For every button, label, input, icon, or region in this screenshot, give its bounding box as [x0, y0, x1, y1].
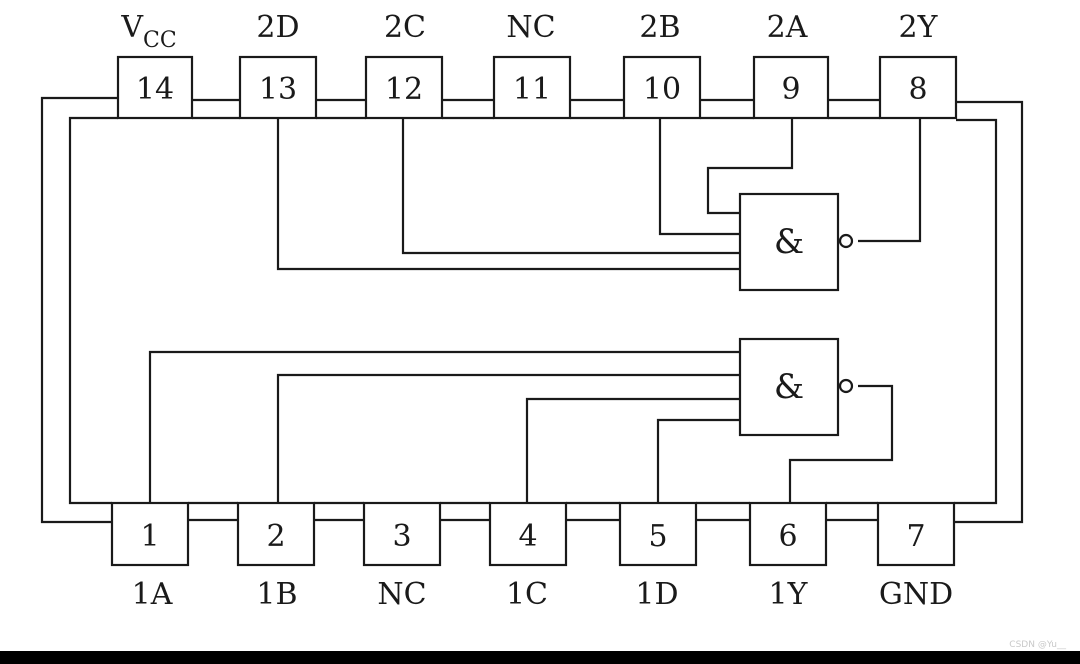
pin-label: 1B: [256, 577, 297, 612]
package-outer-outline-right: [954, 100, 1024, 524]
pin-label: NC: [506, 10, 555, 45]
pin-label-vcc: VCC: [120, 10, 176, 53]
top-pin-8: 8 2Y: [878, 10, 958, 120]
pin-label: 1C: [506, 577, 548, 612]
top-pin-12: 12 2C: [364, 10, 444, 120]
pin-number: 3: [392, 519, 411, 554]
pin-label: 2B: [639, 10, 680, 45]
inner-rail-left: [68, 116, 118, 505]
pin-box: [116, 55, 194, 120]
bottom-black-bar: [0, 651, 1080, 664]
package-outer-outline: [40, 96, 118, 524]
bottom-pin-3: 3 NC: [362, 501, 442, 612]
pin-number: 4: [518, 519, 537, 554]
pin-number: 11: [513, 72, 551, 107]
pin-label: 2D: [256, 10, 299, 45]
bottom-pin-1: 1 1A: [110, 501, 190, 612]
bottom-pin-7: 7 GND: [876, 501, 956, 612]
pin-number: 10: [643, 72, 681, 107]
wire-pin13-2d: [276, 118, 740, 271]
top-pin-11: 11 NC: [492, 10, 572, 120]
pin-number: 13: [259, 72, 297, 107]
pin-box: [618, 501, 698, 567]
pin-label: GND: [879, 577, 953, 612]
bottom-pin-5: 5 1D: [618, 501, 698, 612]
nand-gate-2: &: [738, 192, 854, 292]
wire-pin8-2y: [858, 118, 922, 243]
gate-and-symbol: &: [774, 367, 804, 407]
wire-pin10-2b: [658, 118, 740, 236]
bottom-pin-6: 6 1Y: [748, 501, 828, 612]
wire-pin4-1c: [525, 397, 740, 503]
pin-label: NC: [377, 577, 426, 612]
pin-number: 1: [140, 519, 159, 554]
pin-number: 2: [266, 519, 285, 554]
pin-number: 14: [136, 72, 174, 107]
watermark-text: CSDN @Yu__: [1009, 640, 1066, 650]
pin-number: 5: [648, 519, 667, 554]
top-pin-9: 9 2A: [752, 10, 830, 120]
bottom-pin-4: 4 1C: [488, 501, 568, 612]
pin-number: 6: [778, 519, 797, 554]
pin-box: [238, 55, 318, 120]
inversion-bubble: [838, 233, 854, 249]
pin-label: 1Y: [769, 577, 809, 612]
top-pin-13: 13 2D: [238, 10, 318, 120]
pin-box: [752, 55, 830, 120]
inner-rail-right: [954, 118, 998, 505]
pin-label: 2Y: [899, 10, 939, 45]
pin-box: [236, 501, 316, 567]
pin-box: [488, 501, 568, 567]
pin-number: 7: [906, 519, 925, 554]
wire-pin9-2a: [706, 118, 794, 215]
pin-box: [622, 55, 702, 120]
gate-and-symbol: &: [774, 222, 804, 262]
pin-box: [364, 55, 444, 120]
wire-pin12-2c: [401, 118, 740, 255]
pin-box: [748, 501, 828, 567]
pin-number: 12: [385, 72, 423, 107]
pin-box: [878, 55, 958, 120]
pin-box: [876, 501, 956, 567]
pin-label: 2A: [767, 10, 808, 45]
pin-box: [362, 501, 442, 567]
pin-label: 2C: [384, 10, 426, 45]
pin-label: 1A: [132, 577, 173, 612]
inversion-bubble: [838, 378, 854, 394]
wire-pin6-1y: [788, 384, 894, 503]
pin-number: 9: [781, 72, 800, 107]
top-pin-14: 14 VCC: [116, 10, 194, 120]
pin-box: [110, 501, 190, 567]
pin-number: 8: [908, 72, 927, 107]
pin-label: 1D: [635, 577, 678, 612]
gate-body: [738, 337, 840, 437]
pin-box: [492, 55, 572, 120]
top-pin-10: 10 2B: [622, 10, 702, 120]
wire-pin2-1b: [276, 373, 740, 503]
wire-pin5-1d: [656, 418, 740, 503]
wire-pin1-1a: [148, 350, 740, 503]
bottom-pin-2: 2 1B: [236, 501, 316, 612]
gate-body: [738, 192, 840, 292]
nand-gate-1: &: [738, 337, 854, 437]
